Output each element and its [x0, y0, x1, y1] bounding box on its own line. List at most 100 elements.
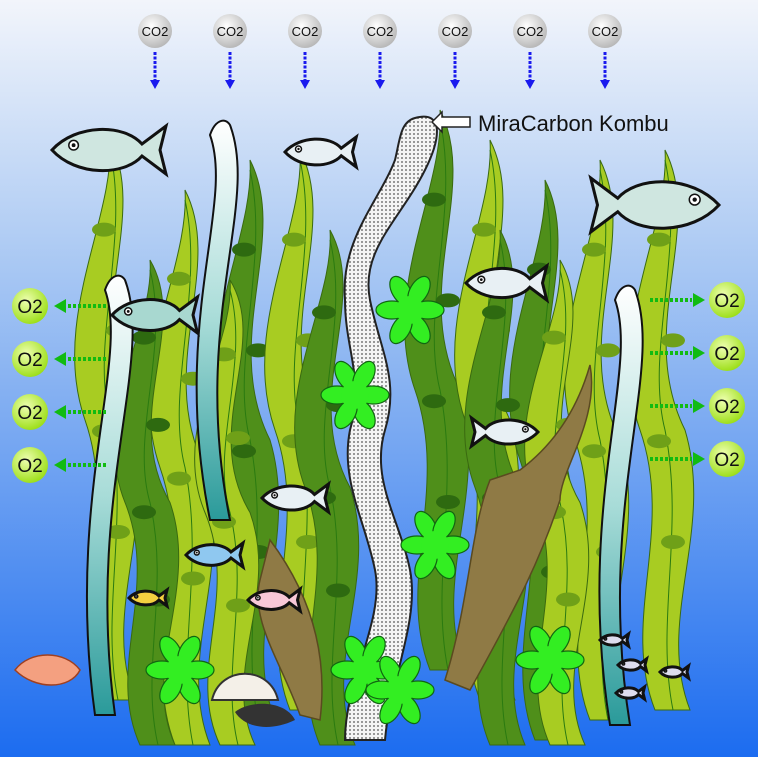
co2-molecule: CO2	[138, 14, 172, 48]
o2-molecule-label: O2	[17, 403, 42, 424]
fish	[615, 655, 649, 675]
o2-molecule-bubble	[12, 288, 48, 324]
kelp-spot	[482, 305, 506, 320]
kelp-spot	[436, 293, 460, 308]
kelp-spot	[132, 330, 156, 345]
co2-molecule-bubble	[363, 14, 397, 48]
kelp-spot	[296, 535, 320, 549]
kelp-spot	[132, 505, 156, 520]
down-arrow-icon	[300, 80, 310, 89]
kelp-spot	[167, 271, 191, 286]
bright-seaweed-clump	[365, 655, 435, 725]
kelp-spot	[226, 598, 250, 613]
bright-seaweed	[145, 275, 585, 725]
kelp-midrib	[223, 289, 239, 746]
bright-seaweed-clump	[400, 510, 470, 580]
left-arrow-icon	[54, 405, 66, 419]
kelp-spot	[92, 222, 116, 237]
o2-molecule: O2	[709, 388, 745, 424]
co2-molecule-label: CO2	[517, 24, 544, 39]
o2-molecule: O2	[709, 335, 745, 371]
shrimp	[14, 654, 81, 686]
o2-molecule: O2	[12, 447, 48, 483]
fish	[613, 683, 647, 703]
co2-molecule-bubble	[588, 14, 622, 48]
co2-molecule-bubble	[213, 14, 247, 48]
tube-seaweed-blade	[85, 274, 134, 716]
o2-molecule-bubble	[709, 441, 745, 477]
brown-kombu	[257, 364, 593, 721]
kelp-spot	[181, 571, 205, 586]
right-arrow-icon	[693, 293, 705, 307]
kelp-spot	[226, 431, 250, 446]
right-arrow-icon	[693, 346, 705, 360]
o2-molecule: O2	[709, 282, 745, 318]
left-arrow-icon	[54, 299, 66, 313]
kelp-spot	[282, 232, 306, 247]
down-arrow-icon	[525, 80, 535, 89]
brown-kombu-blade	[444, 364, 593, 691]
kelp-spot	[596, 343, 620, 358]
kelp-spot	[661, 535, 685, 549]
kelp-spot	[232, 444, 256, 459]
left-arrow-icon	[54, 352, 66, 366]
o2-molecule-bubble	[709, 388, 745, 424]
fish	[469, 414, 541, 450]
co2-molecule-label: CO2	[142, 24, 169, 39]
fish	[109, 293, 200, 337]
co2-molecule: CO2	[438, 14, 472, 48]
bright-seaweed-clump	[320, 360, 390, 430]
brown-kombu-blade	[257, 538, 323, 721]
down-arrow-icon	[225, 80, 235, 89]
kombu-label: MiraCarbon Kombu	[478, 111, 669, 136]
o2-molecule-label: O2	[17, 456, 42, 477]
co2-molecule-label: CO2	[442, 24, 469, 39]
kelp-spot	[422, 394, 446, 409]
kelp-spot	[326, 583, 350, 598]
tube-seaweed	[85, 119, 644, 726]
kelp-spot	[246, 343, 270, 358]
kelp-midrib	[243, 169, 259, 721]
kelp-spot	[232, 242, 256, 257]
co2-molecule: CO2	[213, 14, 247, 48]
left-arrow-icon	[430, 110, 471, 134]
kelp-spot	[496, 398, 520, 413]
o2-molecule: O2	[12, 288, 48, 324]
co2-molecule: CO2	[363, 14, 397, 48]
o2-molecule: O2	[12, 341, 48, 377]
co2-molecule-bubble	[138, 14, 172, 48]
bright-seaweed-clump	[375, 275, 445, 345]
kelp-spot	[582, 444, 606, 459]
co2-molecule-label: CO2	[217, 24, 244, 39]
miracarbon-kombu	[343, 115, 438, 741]
co2-molecule-label: CO2	[592, 24, 619, 39]
kelp-spot	[582, 242, 606, 257]
fish	[183, 539, 246, 571]
kelp-spot	[312, 305, 336, 320]
fish	[282, 133, 359, 171]
fish	[245, 585, 303, 615]
fish	[588, 174, 722, 236]
right-arrow-icon	[693, 452, 705, 466]
kelp-spot	[472, 222, 496, 237]
tube-seaweed-blade	[598, 284, 644, 726]
bright-seaweed-clump	[515, 625, 585, 695]
down-arrow-icon	[600, 80, 610, 89]
o2-molecule-label: O2	[714, 291, 739, 312]
kelp-spot	[106, 525, 130, 539]
bright-seaweed-clump	[145, 635, 215, 705]
kelp-spot	[556, 592, 580, 607]
kelp-spot	[422, 192, 446, 207]
co2-molecule-label: CO2	[367, 24, 394, 39]
kelp-spot	[436, 495, 460, 509]
fish	[463, 262, 550, 304]
clam-shell	[210, 672, 280, 701]
kelp-midrib	[433, 119, 449, 671]
clam-shell-lower	[235, 703, 295, 727]
o2-molecule: O2	[12, 394, 48, 430]
kombu-label-arrow	[430, 110, 471, 134]
o2-molecule-label: O2	[714, 344, 739, 365]
left-arrow-icon	[54, 458, 66, 472]
